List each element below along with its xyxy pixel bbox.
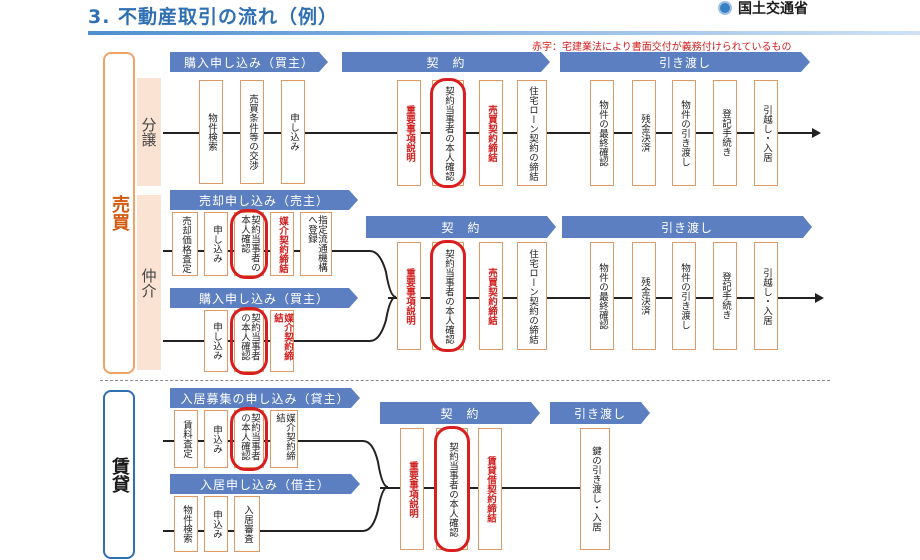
step-identity-check: 契約当事者の本人確認 — [234, 410, 264, 468]
step-move-in: 引越し・入居 — [754, 242, 778, 350]
step-final-check: 物件の最終確認 — [590, 242, 614, 350]
step-important-matters: 重要事項説明 — [397, 242, 421, 350]
logo-icon — [718, 1, 732, 15]
step-handover: 物件の引き渡し — [672, 80, 696, 186]
step-negotiation: 売買条件等の交渉 — [240, 80, 264, 184]
banner-delivery: 引き渡し — [562, 216, 812, 238]
step-application: 申し込み — [204, 212, 228, 276]
banner-contract: 契 約 — [366, 216, 556, 238]
page-title: 3. 不動産取引の流れ（例） — [88, 6, 339, 28]
legend-note: 赤字：宅建業法により書面交付が義務付けられているもの — [532, 42, 792, 53]
banner-rental-listing-application: 入居募集の申し込み（貸主） — [170, 388, 360, 408]
step-identity-check: 契約当事者の本人確認 — [432, 242, 464, 350]
step-brokerage-contract: 媒介契約締結 — [270, 310, 294, 372]
arrow-head-icon — [812, 128, 821, 138]
banner-delivery: 引き渡し — [560, 52, 810, 72]
step-handover: 物件の引き渡し — [672, 242, 696, 350]
step-registration: 登記手続き — [713, 80, 737, 186]
step-final-check: 物件の最終確認 — [590, 80, 614, 186]
subcategory-chukai: 仲介 — [137, 195, 161, 370]
logo-text: 国土交通省 — [738, 1, 808, 17]
subcategory-chukai-label: 仲介 — [139, 267, 158, 298]
step-application: 申込み — [204, 496, 228, 552]
ministry-logo: 国土交通省 — [718, 0, 808, 18]
merge-curve-upper — [362, 440, 389, 488]
subcategory-bunjo-label: 分譲 — [139, 117, 158, 147]
step-registration: 登記手続き — [713, 242, 737, 350]
step-tenant-screening: 入居審査 — [234, 496, 260, 552]
step-reins-registration: 指定流通機構へ登録 — [300, 212, 332, 276]
banner-contract: 契 約 — [342, 52, 550, 72]
step-property-search: 物件検索 — [174, 496, 198, 552]
step-loan-contract: 住宅ローン契約の締結 — [517, 80, 547, 186]
category-baibai-label: 売買 — [109, 195, 130, 231]
step-identity-check: 契約当事者の本人確認 — [234, 212, 264, 276]
step-loan-contract: 住宅ローン契約の締結 — [517, 242, 547, 350]
step-move-in: 引越し・入居 — [754, 80, 778, 186]
subcategory-bunjo: 分譲 — [137, 78, 161, 186]
step-rent-appraisal: 賃料査定 — [174, 410, 198, 468]
step-important-matters: 重要事項説明 — [397, 80, 421, 186]
banner-sale-application: 売却申し込み（売主） — [170, 190, 358, 210]
banner-purchase-application: 購入申し込み（買主） — [170, 52, 328, 72]
category-baibai: 売買 — [103, 52, 135, 374]
step-application: 申し込み — [204, 310, 228, 372]
title-underline — [88, 31, 920, 35]
banner-tenancy-application: 入居申し込み（借主） — [170, 474, 360, 494]
step-sales-contract: 売買契約締結 — [479, 80, 503, 186]
section-divider — [100, 380, 830, 381]
step-settlement: 残金決済 — [632, 80, 656, 186]
step-property-search: 物件検索 — [199, 80, 223, 184]
arrow-head-icon — [815, 293, 824, 303]
step-price-appraisal: 売却価格査定 — [172, 212, 198, 276]
merge-curve-upper — [369, 250, 397, 298]
banner-contract: 契 約 — [380, 402, 540, 424]
category-chintai: 賃貸 — [103, 390, 135, 559]
step-brokerage-contract: 媒介契約締結 — [270, 212, 294, 276]
step-identity-check: 契約当事者の本人確認 — [436, 428, 468, 550]
step-application: 申込み — [204, 410, 228, 468]
step-identity-check: 契約当事者の本人確認 — [432, 80, 464, 186]
step-lease-contract: 賃貸借契約締結 — [478, 428, 502, 550]
merge-curve-lower — [362, 486, 389, 532]
step-key-handover: 鍵の引き渡し・入居 — [580, 428, 610, 550]
step-settlement: 残金決済 — [632, 242, 656, 350]
flow-line-chintai-tenant — [163, 530, 363, 532]
category-chintai-label: 賃貸 — [109, 456, 130, 493]
banner-delivery: 引き渡し — [550, 402, 650, 424]
banner-purchase-application: 購入申し込み（買主） — [170, 288, 358, 308]
step-brokerage-contract: 媒介契約締結 — [270, 410, 298, 468]
step-sales-contract: 売買契約締結 — [479, 242, 503, 350]
merge-curve-lower — [369, 296, 397, 342]
step-identity-check: 契約当事者の本人確認 — [234, 310, 264, 372]
step-important-matters: 重要事項説明 — [400, 428, 424, 550]
step-application: 申し込み — [281, 80, 305, 184]
